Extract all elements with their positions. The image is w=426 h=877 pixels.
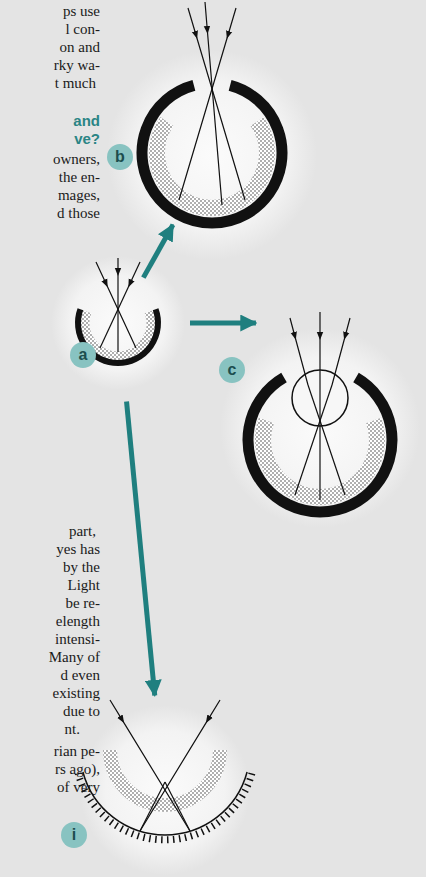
stage-letter: b xyxy=(107,144,133,170)
light-ray xyxy=(140,700,220,831)
lens-eye xyxy=(248,312,392,512)
light-ray xyxy=(188,8,245,200)
light-ray xyxy=(96,262,136,348)
body-text-fragment: intensi- xyxy=(55,630,100,648)
light-ray xyxy=(140,782,165,831)
light-ray xyxy=(319,312,320,500)
stage-letter: a xyxy=(70,342,96,368)
light-ray xyxy=(165,782,190,831)
glow-disc xyxy=(107,50,317,260)
body-text-fragment: due to xyxy=(63,702,100,720)
evolution-arrow xyxy=(143,225,173,278)
glow-disc xyxy=(220,328,420,528)
light-ray xyxy=(332,318,350,385)
body-text-fragment: ps use xyxy=(63,2,100,20)
retina-layer xyxy=(110,750,220,805)
body-text-fragment: by the xyxy=(63,558,100,576)
body-text-fragment: existing xyxy=(53,684,101,702)
body-text-fragment: part, xyxy=(69,522,96,540)
body-text-fragment: rky wa- xyxy=(54,56,100,74)
light-ray xyxy=(205,2,222,205)
glow-disc xyxy=(80,705,250,875)
mirror-eye xyxy=(78,700,252,840)
body-text-fragment: of very xyxy=(57,778,100,796)
evolution-arrow xyxy=(190,321,256,326)
stage-letter: c xyxy=(219,357,245,383)
pinhole-eye xyxy=(142,2,282,223)
stage-letter: i xyxy=(61,822,87,848)
glow-disc-shape xyxy=(220,328,420,528)
body-text-fragment: be re- xyxy=(65,594,100,612)
body-text-fragment: Many of xyxy=(49,648,100,666)
body-text-fragment: t much xyxy=(55,74,96,92)
body-text-fragment: l con- xyxy=(65,20,100,38)
body-text-fragment: elength xyxy=(56,612,100,630)
body-text-fragment: yes has xyxy=(56,540,100,558)
body-text-fragment: rian pe- xyxy=(54,742,100,760)
retina-layer xyxy=(157,122,267,208)
eye-stage-circle: c xyxy=(220,328,420,528)
section-heading-fragment: ve? xyxy=(74,130,100,148)
body-text-fragment: the en- xyxy=(59,168,100,186)
pigment-cup xyxy=(142,85,282,223)
body-text-fragment: Light xyxy=(68,576,101,594)
eye-stage-circle: i xyxy=(80,705,250,875)
body-text-fragment: owners, xyxy=(53,150,100,168)
body-text-fragment: on and xyxy=(60,38,100,56)
light-ray xyxy=(290,318,308,385)
evolution-arrow xyxy=(127,402,155,696)
glow-disc xyxy=(51,256,185,390)
body-text-fragment: d even xyxy=(60,666,100,684)
body-text-fragment: nt. xyxy=(65,720,80,738)
section-heading-fragment: and xyxy=(73,112,100,130)
eye-stage-circle: b xyxy=(107,50,317,260)
body-text-fragment: rs ago), xyxy=(55,760,100,778)
light-ray xyxy=(117,258,118,352)
eye-stage-circle: a xyxy=(51,256,185,390)
glow-disc-shape xyxy=(107,50,317,260)
body-text-fragment: mages, xyxy=(58,186,100,204)
body-text-fragment: d those xyxy=(57,204,100,222)
glow-disc-shape xyxy=(80,705,250,875)
light-ray xyxy=(295,385,332,495)
light-ray xyxy=(100,262,140,348)
glow-disc-shape xyxy=(51,256,185,390)
light-ray xyxy=(110,700,190,831)
